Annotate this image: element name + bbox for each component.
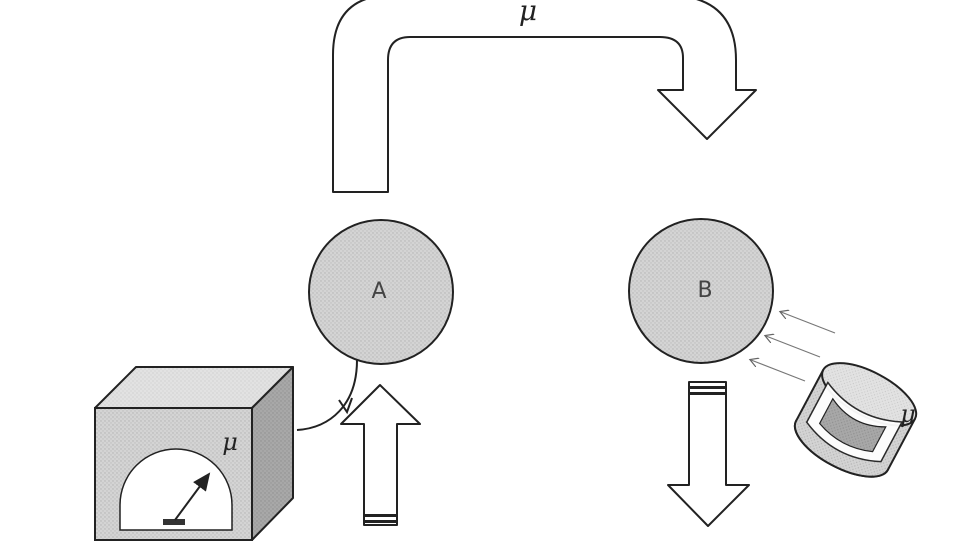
circle-a-label: A [371,279,386,304]
meter-dial [119,448,233,531]
down-arrow-icon [667,381,750,527]
transfer-arrow-label: μ [519,0,537,27]
probe-line [296,359,358,431]
circle-b [628,218,774,364]
meter-label: μ [222,428,238,456]
meter-box: μ [94,366,294,541]
up-arrow-icon [340,384,421,526]
circle-b-label: B [697,278,712,303]
device-label: μ [900,400,916,428]
meter-needle [174,472,211,521]
light-source-device [793,362,918,478]
light-rays [751,312,836,382]
probe-arrow-icon [338,397,353,415]
circle-a [308,219,454,365]
transfer-arrow [332,0,757,193]
